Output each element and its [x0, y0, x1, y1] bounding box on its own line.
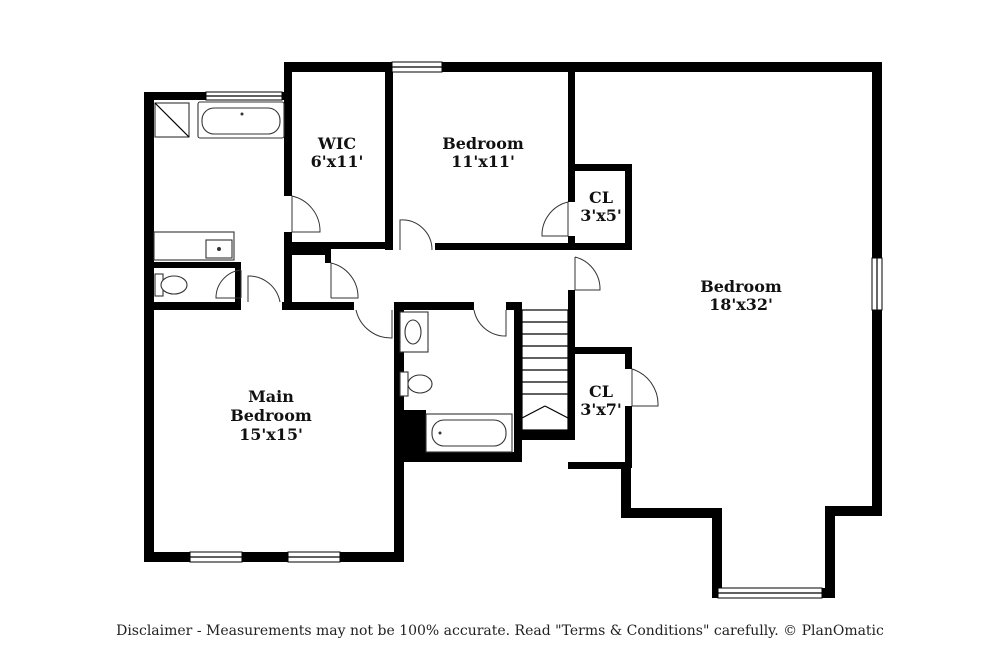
disclaimer-text: Disclaimer - Measurements may not be 100… — [116, 623, 884, 639]
room-size-bedroom-large: 18'x32' — [709, 295, 773, 314]
wall-bay-right-step — [825, 506, 882, 516]
stair-landing — [521, 405, 546, 419]
tub-drain-icon — [240, 112, 244, 116]
door-main-bath — [247, 275, 281, 303]
wall-wic-left-lower — [284, 232, 292, 248]
shower-drain-line — [154, 102, 190, 138]
doors — [215, 195, 659, 407]
wall-bay-left-step — [621, 508, 722, 518]
room-name-wic: WIC — [317, 134, 356, 153]
sink-drain-icon — [217, 247, 221, 251]
wall-closet-outer — [621, 464, 631, 518]
wall-cl1-top — [568, 164, 631, 171]
hall-toilet-tank-icon — [399, 371, 409, 397]
room-size-main-bedroom: 15'x15' — [239, 425, 303, 444]
bathtub-basin — [201, 107, 281, 135]
room-name-bedroom-large: Bedroom — [700, 277, 782, 296]
wall-top-main — [284, 62, 882, 72]
stairs — [521, 309, 569, 431]
wall-bath-inner — [235, 262, 241, 310]
stair-landing — [544, 405, 569, 419]
room-name-main-bedroom-line1: Main — [248, 387, 294, 406]
room-size-closet-bottom: 3'x7' — [580, 400, 622, 419]
hall-toilet-bowl-icon — [407, 374, 433, 394]
door-wic — [291, 195, 321, 233]
door-closet-top — [541, 201, 569, 237]
wall-cl2-bottom — [568, 462, 631, 469]
room-name-closet-bottom: CL — [589, 382, 613, 401]
hall-bathtub-basin — [431, 419, 507, 447]
wall-stair-left — [514, 302, 522, 432]
wall-wc-top — [144, 262, 241, 268]
wall-bed11-right — [568, 62, 575, 202]
wall-hall-left — [284, 249, 292, 309]
wall-cl2-top — [568, 347, 631, 354]
hall-sink-icon — [404, 319, 422, 345]
wall-hall-divider — [568, 290, 575, 440]
room-name-closet-top: CL — [589, 188, 613, 207]
wall-linen-right — [325, 249, 331, 263]
wall-stair-right — [514, 430, 522, 462]
wall-bed11-bottom — [435, 243, 575, 250]
wall-wic-left — [284, 62, 292, 196]
windows — [189, 61, 883, 599]
wall-bath2-bottom — [394, 452, 522, 462]
room-size-wic: 6'x11' — [311, 152, 364, 171]
fixtures — [153, 101, 513, 453]
door-wc — [215, 269, 242, 299]
hall-tub-drain-icon — [438, 431, 442, 435]
wall-wic-bottom — [284, 242, 393, 249]
door-bedroom-small — [399, 219, 433, 251]
wall-bath-bottom-right — [282, 302, 354, 310]
room-name-bedroom-small: Bedroom — [442, 134, 524, 153]
water-heater-block — [400, 410, 426, 452]
door-closet-bottom — [631, 368, 659, 407]
wall-wic-right — [385, 62, 393, 250]
wall-bottom-main — [144, 552, 404, 562]
wall-closet-hall — [290, 249, 330, 255]
wall-bay-right — [825, 506, 835, 598]
room-size-bedroom-small: 11'x11' — [451, 152, 515, 171]
wall-bath-bottom — [144, 302, 240, 310]
interior-walls — [144, 62, 632, 469]
wall-cl2-right — [625, 347, 632, 369]
wall-cl1-bottom — [568, 243, 632, 250]
wall-hall-bottom — [394, 302, 474, 310]
door-bedroom-large — [574, 256, 601, 291]
wall-left — [144, 92, 154, 562]
wall-bay-left — [712, 508, 722, 598]
wall-cl1-right — [625, 164, 632, 250]
room-name-main-bedroom-line2: Bedroom — [230, 406, 312, 425]
wall-stair-bottom — [514, 430, 574, 440]
room-size-closet-top: 3'x5' — [580, 206, 622, 225]
wall-cl2-right-lower — [625, 406, 632, 468]
wall-main-bed-right — [394, 306, 404, 562]
room-labels: WIC 6'x11' Bedroom 11'x11' CL 3'x5' Bedr… — [230, 134, 782, 444]
toilet-bowl-icon — [160, 275, 188, 295]
door-main-bedroom — [355, 309, 393, 339]
door-linen — [330, 262, 359, 299]
door-hall-bath — [473, 309, 507, 337]
